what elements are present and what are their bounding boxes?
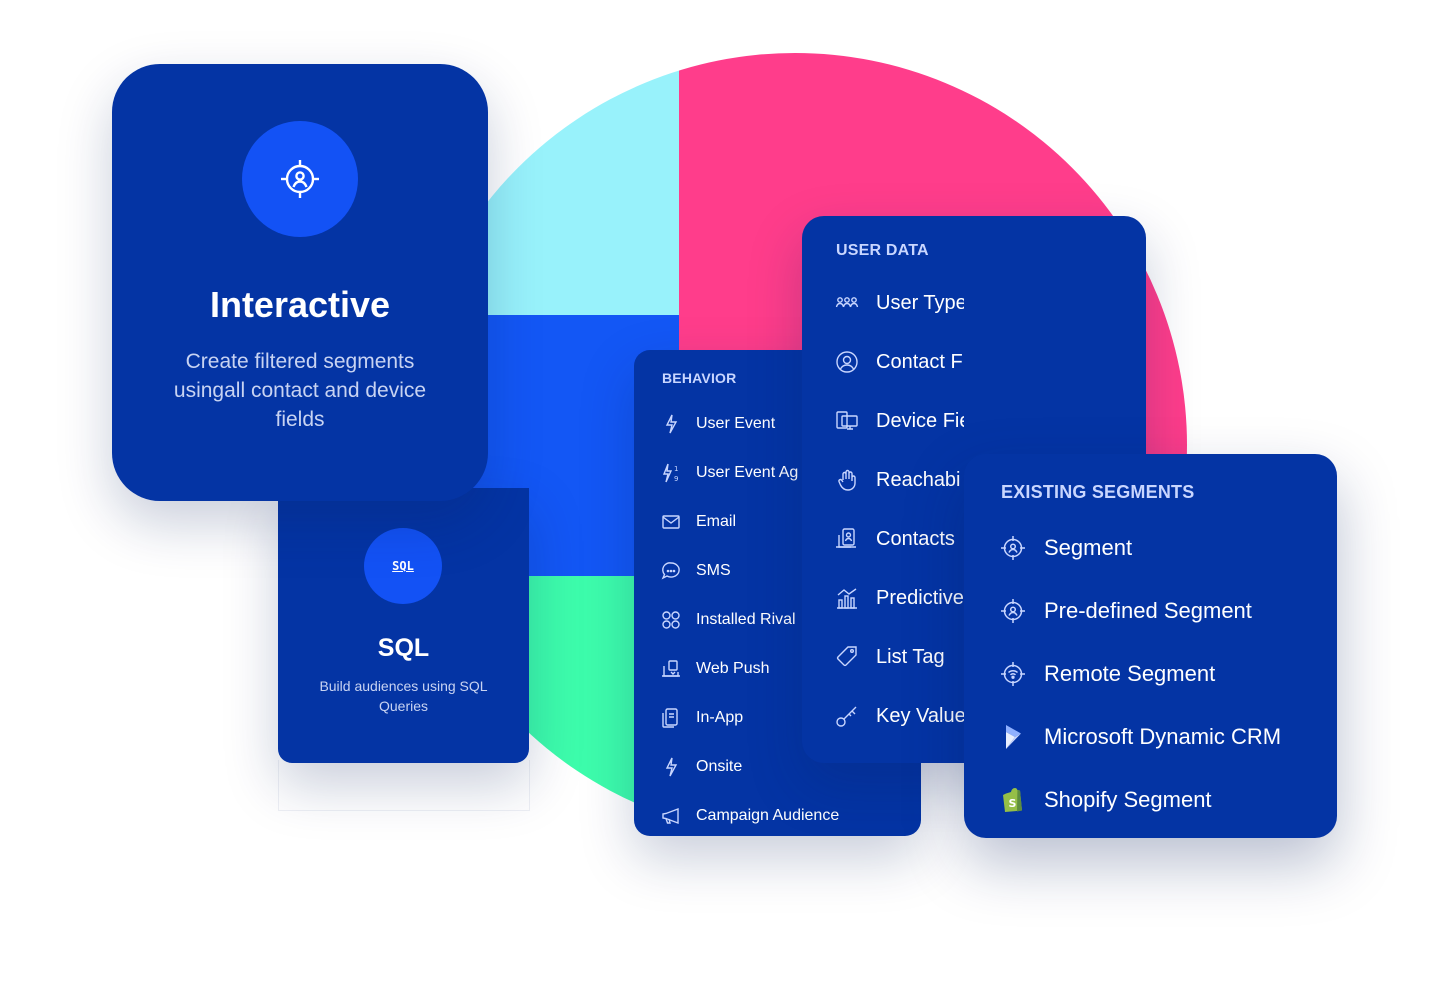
user-data-item-contacts[interactable]: Contacts bbox=[835, 526, 955, 552]
user-data-item-contact-fields[interactable]: Contact Fields bbox=[835, 349, 964, 375]
existing-segments-panel: EXISTING SEGMENTS Segment Pre-defined Se… bbox=[964, 454, 1337, 838]
user-data-item-label: Device Fields bbox=[876, 409, 964, 432]
svg-text:9: 9 bbox=[674, 475, 678, 483]
user-data-item-label: Contact Fields bbox=[876, 350, 964, 373]
behavior-item-label: In-App bbox=[696, 709, 744, 726]
bolt-icon bbox=[665, 414, 678, 434]
interactive-title: Interactive bbox=[209, 284, 391, 325]
target-user-icon bbox=[242, 121, 358, 237]
segment-item-remote[interactable]: Remote Segment bbox=[1000, 660, 1215, 688]
user-data-item-user-type[interactable]: User Type bbox=[835, 290, 964, 316]
behavior-item-in-app[interactable]: In-App bbox=[660, 706, 743, 730]
segment-item-label: Segment bbox=[1044, 535, 1133, 560]
behavior-item-installed-rival[interactable]: Installed Rival bbox=[660, 608, 796, 632]
megaphone-icon bbox=[662, 807, 679, 825]
user-data-item-predictive[interactable]: Predictive bbox=[835, 585, 964, 611]
segment-item-label: Remote Segment bbox=[1044, 661, 1216, 686]
user-data-heading: USER DATA bbox=[836, 242, 929, 259]
behavior-item-label: User Event Ag bbox=[696, 464, 799, 481]
behavior-item-label: User Event bbox=[696, 415, 776, 432]
chart-icon bbox=[837, 588, 857, 609]
target-icon bbox=[1001, 599, 1025, 623]
bolt-icon bbox=[665, 757, 678, 777]
bolt-number-icon: 19 bbox=[662, 463, 678, 483]
user-data-item-label: Reachabi bbox=[876, 468, 961, 491]
sql-card[interactable]: SQL SQL Build audiences using SQL Querie… bbox=[278, 488, 529, 763]
dynamics-logo-icon bbox=[1006, 725, 1021, 749]
interactive-description: Create filtered segments usingall contac… bbox=[173, 350, 427, 431]
behavior-item-label: Campaign Audience bbox=[696, 807, 840, 824]
remote-target-icon bbox=[1001, 662, 1025, 686]
user-data-item-reachability[interactable]: Reachabi bbox=[835, 467, 961, 493]
user-data-item-label: User Type bbox=[876, 291, 964, 314]
segment-item-shopify[interactable]: S Shopify Segment bbox=[1000, 786, 1212, 814]
interactive-card[interactable]: Interactive Create filtered segments usi… bbox=[112, 64, 488, 501]
card-shadow-outline bbox=[278, 760, 530, 811]
key-icon bbox=[836, 706, 857, 727]
sql-icon: SQL bbox=[364, 528, 442, 604]
sql-icon-text: SQL bbox=[392, 559, 414, 573]
svg-text:1: 1 bbox=[674, 465, 678, 473]
segment-item-segment[interactable]: Segment bbox=[1000, 534, 1132, 562]
hand-icon bbox=[838, 469, 856, 491]
behavior-item-label: Onsite bbox=[696, 758, 743, 775]
user-circle-icon bbox=[836, 351, 858, 373]
user-data-list: User Type Contact Fields Device Fields R… bbox=[802, 216, 964, 763]
behavior-item-label: SMS bbox=[696, 562, 731, 579]
behavior-item-email[interactable]: Email bbox=[660, 510, 736, 534]
user-data-item-label: Predictive bbox=[876, 586, 964, 609]
behavior-item-sms[interactable]: SMS bbox=[660, 559, 731, 583]
behavior-item-label: Installed Rival bbox=[696, 611, 796, 628]
behavior-heading: BEHAVIOR bbox=[662, 370, 737, 386]
apps-grid-icon bbox=[662, 611, 680, 629]
existing-segments-heading: EXISTING SEGMENTS bbox=[1001, 482, 1195, 502]
segment-item-pre-defined[interactable]: Pre-defined Segment bbox=[1000, 597, 1252, 625]
user-data-item-label: Contacts bbox=[876, 527, 955, 550]
mail-icon bbox=[662, 515, 680, 529]
svg-text:S: S bbox=[1009, 797, 1017, 810]
user-data-item-key-value[interactable]: Key Value bbox=[835, 703, 964, 729]
web-push-icon bbox=[662, 660, 680, 677]
segment-item-microsoft-dynamic-crm[interactable]: Microsoft Dynamic CRM bbox=[1000, 723, 1281, 751]
segment-item-label: Shopify Segment bbox=[1044, 787, 1212, 812]
user-data-item-list-tag[interactable]: List Tag bbox=[835, 644, 945, 670]
sql-description: Build audiences using SQL Queries bbox=[319, 678, 488, 714]
user-data-item-device-fields[interactable]: Device Fields bbox=[835, 408, 964, 434]
behavior-item-campaign-audience[interactable]: Campaign Audience bbox=[660, 804, 839, 828]
users-icon bbox=[835, 297, 859, 308]
user-data-item-label: List Tag bbox=[876, 645, 945, 668]
in-app-icon bbox=[662, 708, 678, 728]
behavior-item-label: Email bbox=[696, 513, 737, 530]
behavior-item-label: Web Push bbox=[696, 660, 770, 677]
tag-icon bbox=[836, 646, 857, 667]
chat-bubble-icon bbox=[661, 562, 680, 580]
behavior-item-user-event[interactable]: User Event bbox=[660, 412, 775, 436]
segment-item-label: Microsoft Dynamic CRM bbox=[1044, 724, 1282, 749]
behavior-item-web-push[interactable]: Web Push bbox=[660, 657, 770, 681]
contacts-icon bbox=[836, 528, 856, 548]
segment-item-label: Pre-defined Segment bbox=[1044, 598, 1252, 623]
user-data-item-label: Key Value bbox=[876, 704, 964, 727]
sql-title: SQL bbox=[377, 634, 430, 662]
target-icon bbox=[1001, 536, 1025, 560]
shopify-logo-icon: S bbox=[1003, 788, 1022, 812]
behavior-item-onsite[interactable]: Onsite bbox=[660, 755, 742, 779]
devices-icon bbox=[836, 411, 858, 430]
